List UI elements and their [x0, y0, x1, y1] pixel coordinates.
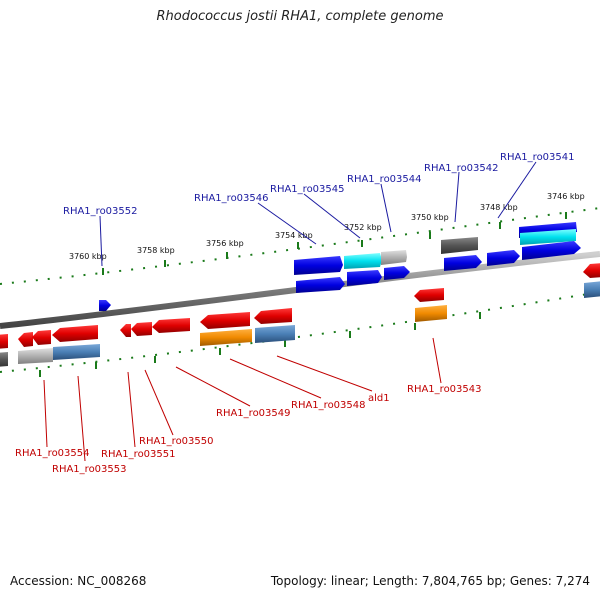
gene-arrow[interactable]: [344, 253, 382, 269]
gene-arrow[interactable]: [0, 334, 8, 349]
gene-arrow[interactable]: [52, 325, 98, 342]
tick-label-3752: 3752 kbp: [344, 223, 382, 232]
genome-summary-text: Topology: linear; Length: 7,804,765 bp; …: [270, 574, 590, 588]
tick-label-3750: 3750 kbp: [411, 213, 449, 222]
gene-arrow[interactable]: [487, 250, 520, 266]
gene-arrow[interactable]: [0, 352, 8, 367]
gene-arrow[interactable]: [441, 237, 478, 254]
gene-label-ro03549[interactable]: RHA1_ro03549: [216, 408, 291, 419]
gene-arrow[interactable]: [584, 281, 600, 298]
tick-label-3748: 3748 kbp: [480, 203, 518, 212]
gene-label-ro03544[interactable]: RHA1_ro03544: [347, 174, 422, 185]
gene-label-ro03546[interactable]: RHA1_ro03546: [194, 193, 269, 204]
gene-arrow[interactable]: [254, 308, 292, 324]
tick-label-3758: 3758 kbp: [137, 246, 175, 255]
gene-label-ald1[interactable]: ald1: [368, 393, 390, 404]
gene-arrow[interactable]: [99, 300, 111, 311]
tick-label-3760: 3760 kbp: [69, 252, 107, 261]
gene-arrow[interactable]: [18, 348, 53, 364]
gene-label-ro03548[interactable]: RHA1_ro03548: [291, 400, 366, 411]
gene-arrow[interactable]: [522, 241, 581, 260]
gene-arrow[interactable]: [296, 277, 345, 293]
label-leaders-bottom: [43, 337, 442, 462]
gene-label-ro03552[interactable]: RHA1_ro03552: [63, 206, 138, 217]
tick-label-3756: 3756 kbp: [206, 239, 244, 248]
gene-arrow[interactable]: [131, 322, 152, 336]
gene-arrow[interactable]: [120, 324, 131, 337]
gene-arrow[interactable]: [18, 332, 33, 347]
gene-arrow[interactable]: [384, 266, 410, 280]
label-leaders-top: [99, 161, 537, 267]
gene-label-ro03543[interactable]: RHA1_ro03543: [407, 384, 482, 395]
gene-label-ro03541[interactable]: RHA1_ro03541: [500, 152, 575, 163]
gene-arrow[interactable]: [53, 344, 100, 360]
gene-arrow[interactable]: [520, 229, 576, 245]
gene-arrow[interactable]: [255, 325, 295, 343]
gene-label-ro03550[interactable]: RHA1_ro03550: [139, 436, 214, 447]
forward-genes: [99, 222, 581, 311]
gene-arrow[interactable]: [415, 305, 447, 322]
gene-label-ro03545[interactable]: RHA1_ro03545: [270, 184, 345, 195]
gene-arrow[interactable]: [414, 288, 444, 302]
gene-label-ro03551[interactable]: RHA1_ro03551: [101, 449, 176, 460]
gene-label-ro03554[interactable]: RHA1_ro03554: [15, 448, 90, 459]
gene-label-ro03553[interactable]: RHA1_ro03553: [52, 464, 127, 475]
gene-arrow[interactable]: [200, 329, 252, 346]
gene-arrow[interactable]: [32, 330, 51, 345]
gene-arrow[interactable]: [152, 318, 190, 333]
tick-label-3746: 3746 kbp: [547, 192, 585, 201]
gene-arrow[interactable]: [347, 270, 382, 286]
reverse-genes: [0, 263, 600, 367]
gene-arrow[interactable]: [444, 255, 482, 271]
map-title: Rhodococcus jostii RHA1, complete genome: [156, 9, 444, 24]
scale-major-ticks: [39, 212, 567, 377]
accession-text: Accession: NC_008268: [10, 574, 147, 588]
genome-backbone: [0, 251, 600, 329]
gene-arrow[interactable]: [381, 250, 407, 265]
scale-row-top: [0, 207, 600, 285]
scale-row-bottom: [0, 291, 600, 373]
gene-arrow[interactable]: [294, 256, 343, 275]
gene-arrow[interactable]: [200, 312, 250, 329]
gene-arrow[interactable]: [583, 263, 600, 278]
tick-label-3754: 3754 kbp: [275, 231, 313, 240]
gene-label-ro03542[interactable]: RHA1_ro03542: [424, 163, 499, 174]
